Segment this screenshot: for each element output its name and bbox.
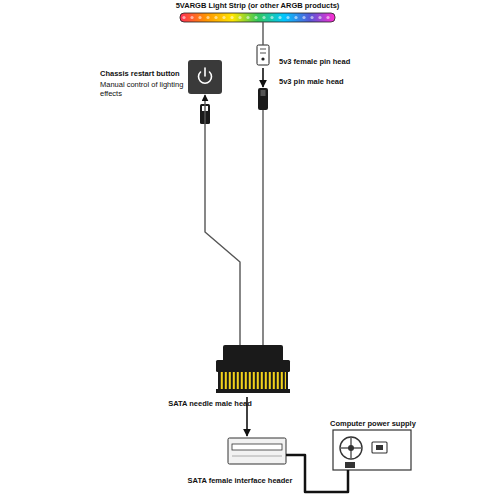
psu-body bbox=[333, 430, 411, 470]
button-body bbox=[188, 60, 222, 94]
female-connector bbox=[257, 45, 269, 65]
light-strip-node: 5VARGB Light Strip (or other ARGB produc… bbox=[180, 13, 335, 22]
sata-female-body bbox=[228, 438, 286, 464]
light-strip bbox=[180, 13, 335, 22]
wire-connector bbox=[262, 68, 264, 87]
wire-connector bbox=[262, 22, 263, 45]
male-head-node: 5v3 pin male head bbox=[258, 88, 268, 110]
wire-connector bbox=[205, 95, 240, 345]
part-label: Computer power supply bbox=[330, 419, 440, 428]
power-cable bbox=[286, 455, 348, 492]
restart-button-node: Chassis restart buttonManual control of … bbox=[188, 60, 222, 94]
part-label: 5VARGB Light Strip (or other ARGB produc… bbox=[150, 1, 365, 10]
wire-connector bbox=[262, 110, 263, 345]
led-dots bbox=[182, 13, 333, 22]
part-label: 5v3 pin male head bbox=[279, 77, 389, 86]
part-label: 5v3 female pin head bbox=[279, 57, 389, 66]
sata-female-node: SATA female interface header bbox=[228, 438, 286, 464]
male-connector bbox=[258, 88, 268, 110]
part-label: SATA female interface header bbox=[178, 476, 302, 485]
psu-fan bbox=[340, 437, 362, 459]
part-label: SATA needle male head bbox=[140, 399, 280, 408]
female-head-node: 5v3 female pin head bbox=[257, 45, 269, 65]
sata-pins bbox=[220, 372, 286, 389]
power-supply-node: Computer power supply bbox=[333, 430, 411, 470]
psu-socket bbox=[372, 442, 387, 453]
part-label: Chassis restart button bbox=[100, 69, 184, 78]
part-note: Manual control of lighting effects bbox=[100, 80, 184, 98]
sata-male-node: SATA needle male head bbox=[216, 345, 290, 393]
